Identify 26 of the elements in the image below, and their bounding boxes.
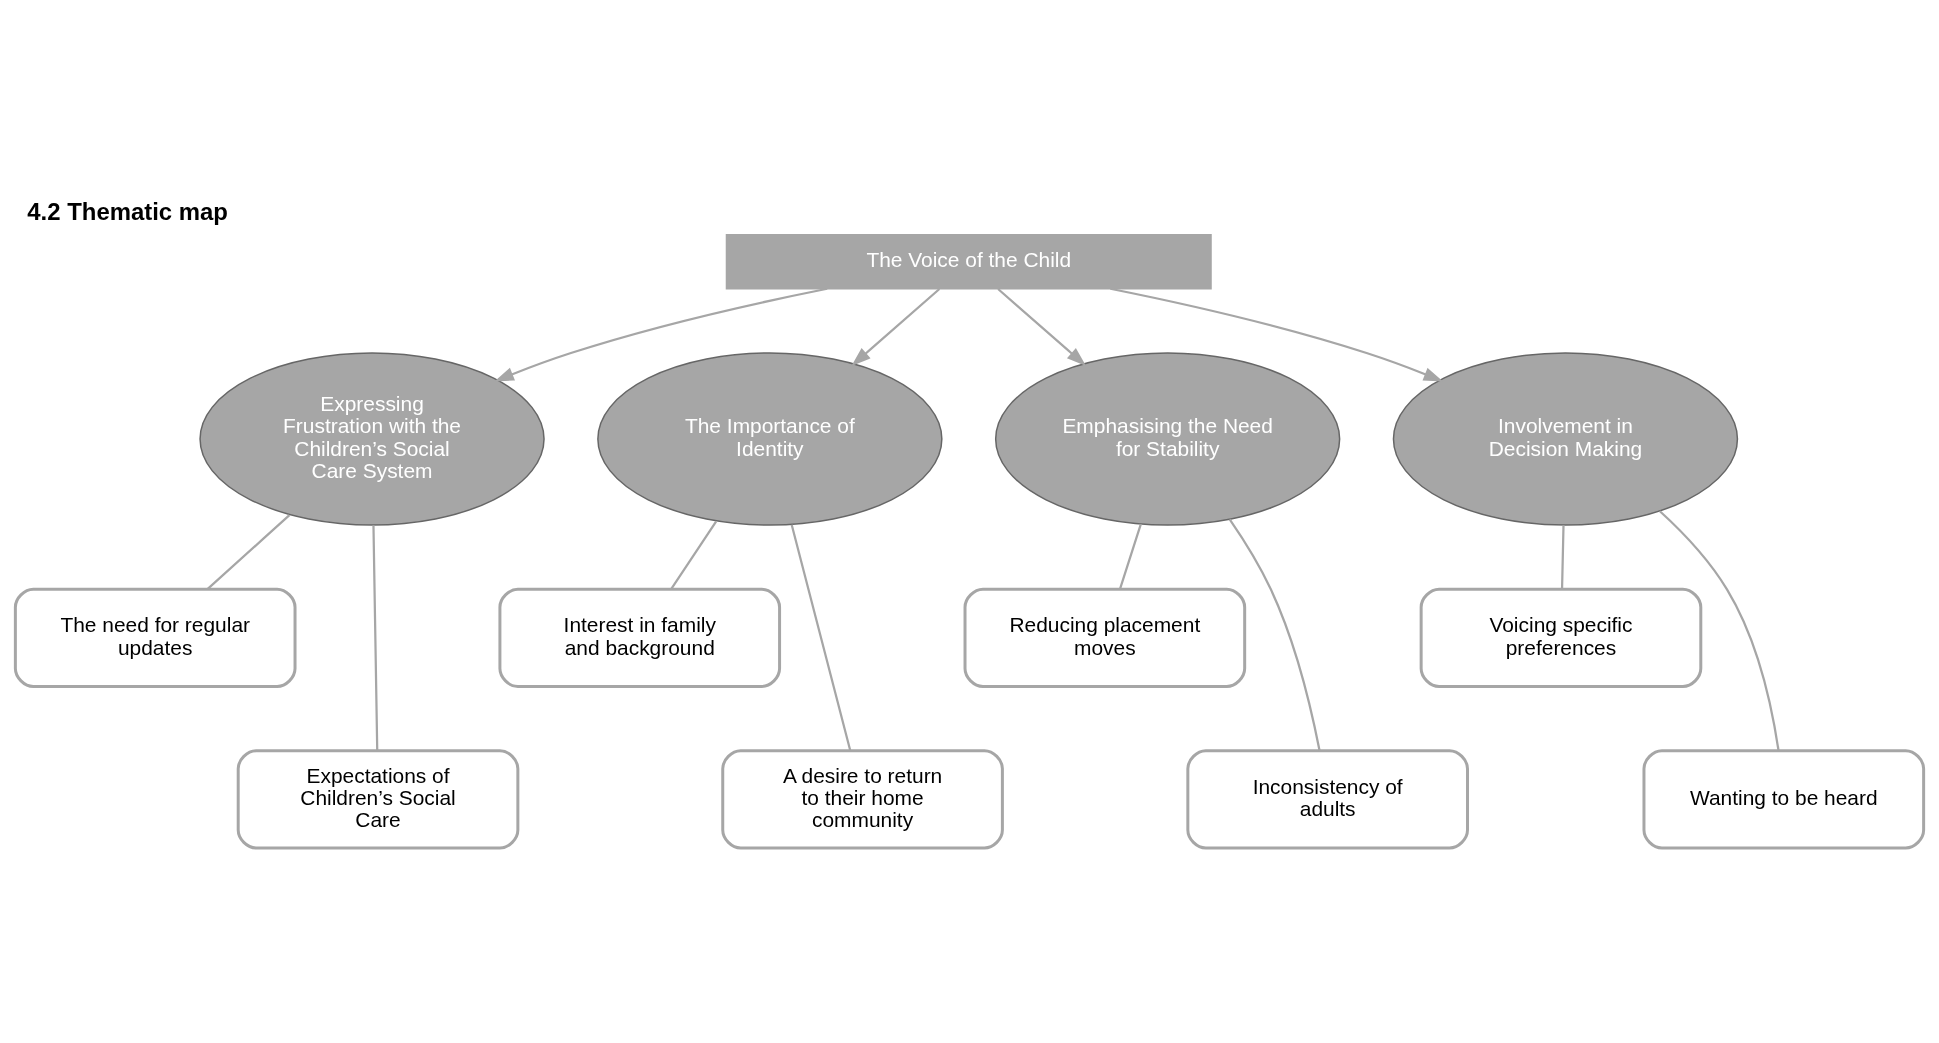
- node-ellipse: Involvement in Decision Making: [1392, 351, 1739, 526]
- arrow: [997, 287, 1087, 366]
- node-box: Expectations of Children’s Social Care: [236, 748, 520, 849]
- connector: [790, 523, 852, 751]
- node-box: Voicing specific preferences: [1419, 587, 1703, 688]
- connector: [670, 520, 718, 589]
- connector: [1560, 524, 1565, 589]
- node-box: Reducing placement moves: [963, 587, 1247, 688]
- node-box: Inconsistency of adults: [1186, 748, 1469, 849]
- node-box: The Voice of the Child: [725, 233, 1212, 289]
- arrow: [494, 287, 828, 381]
- connector: [1118, 523, 1142, 590]
- connector: [206, 513, 291, 590]
- node-ellipse: The Importance of Identity: [597, 351, 943, 526]
- node-box: Interest in family and background: [498, 587, 782, 688]
- connector: [1659, 509, 1780, 751]
- node-box: A desire to return to their home community: [721, 748, 1004, 849]
- arrow: [851, 287, 941, 366]
- arrow: [1110, 287, 1444, 381]
- node-ellipse: Emphasising the Need for Stability: [994, 351, 1341, 526]
- diagram-title: 4.2 Thematic map: [27, 197, 228, 225]
- connector: [372, 524, 379, 751]
- node-box: Wanting to be heard: [1642, 748, 1926, 849]
- node-ellipse: Expressing Frustration with the Children’s Social Care System: [199, 351, 545, 526]
- connector: [1228, 518, 1321, 751]
- node-box: The need for regular updates: [13, 587, 297, 688]
